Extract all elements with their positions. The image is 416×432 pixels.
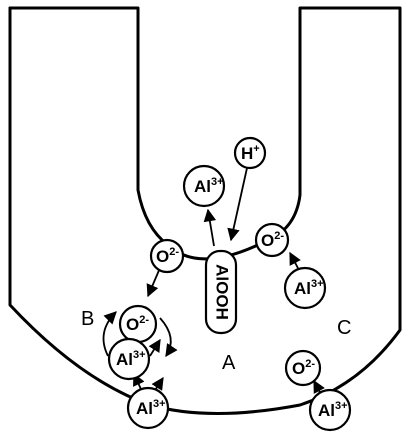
ion-hplus: H+ xyxy=(233,136,267,170)
svg-text:O2-: O2- xyxy=(156,246,179,266)
ion-o2minus-b: O2- xyxy=(118,304,158,344)
svg-text:O2-: O2- xyxy=(126,314,149,334)
svg-text:Al3+: Al3+ xyxy=(136,398,166,418)
svg-text:Al3+: Al3+ xyxy=(294,278,324,298)
region-label-a: A xyxy=(222,352,236,374)
ion-al3plus-bottom-right: Al3+ xyxy=(308,388,352,432)
pore-wall-outline xyxy=(8,6,170,247)
ion-o2minus-bottom-right: O2- xyxy=(284,349,322,387)
arrow-b-curl-up xyxy=(102,311,117,357)
arrow-h-to-aiooh xyxy=(227,167,248,242)
ion-o2minus-right: O2- xyxy=(254,222,290,258)
arrow-b-curl-down xyxy=(159,317,178,358)
region-label-b: B xyxy=(81,308,94,330)
ion-o2minus-left: O2- xyxy=(149,238,185,274)
ion-al3plus-right: Al3+ xyxy=(283,266,327,310)
svg-text:H+: H+ xyxy=(241,143,260,163)
arrow-al3-up xyxy=(148,338,161,357)
aiooh-block: AlOOH xyxy=(204,249,238,335)
arrow-aiooh-to-al xyxy=(203,208,217,247)
pore-wall-left xyxy=(8,6,402,415)
aiooh-label: AlOOH xyxy=(213,264,232,320)
arrow-o1-down xyxy=(146,267,161,298)
svg-text:O2-: O2- xyxy=(261,230,284,250)
svg-text:O2-: O2- xyxy=(292,358,315,378)
ion-al3plus-bottom-left: Al3+ xyxy=(126,386,170,430)
ion-al3plus-top: Al3+ xyxy=(182,164,226,208)
region-label-c: C xyxy=(337,317,351,339)
svg-text:Al3+: Al3+ xyxy=(116,349,146,369)
svg-text:Al3+: Al3+ xyxy=(318,400,348,420)
ion-al3plus-b: Al3+ xyxy=(107,337,151,381)
svg-text:Al3+: Al3+ xyxy=(194,176,224,196)
